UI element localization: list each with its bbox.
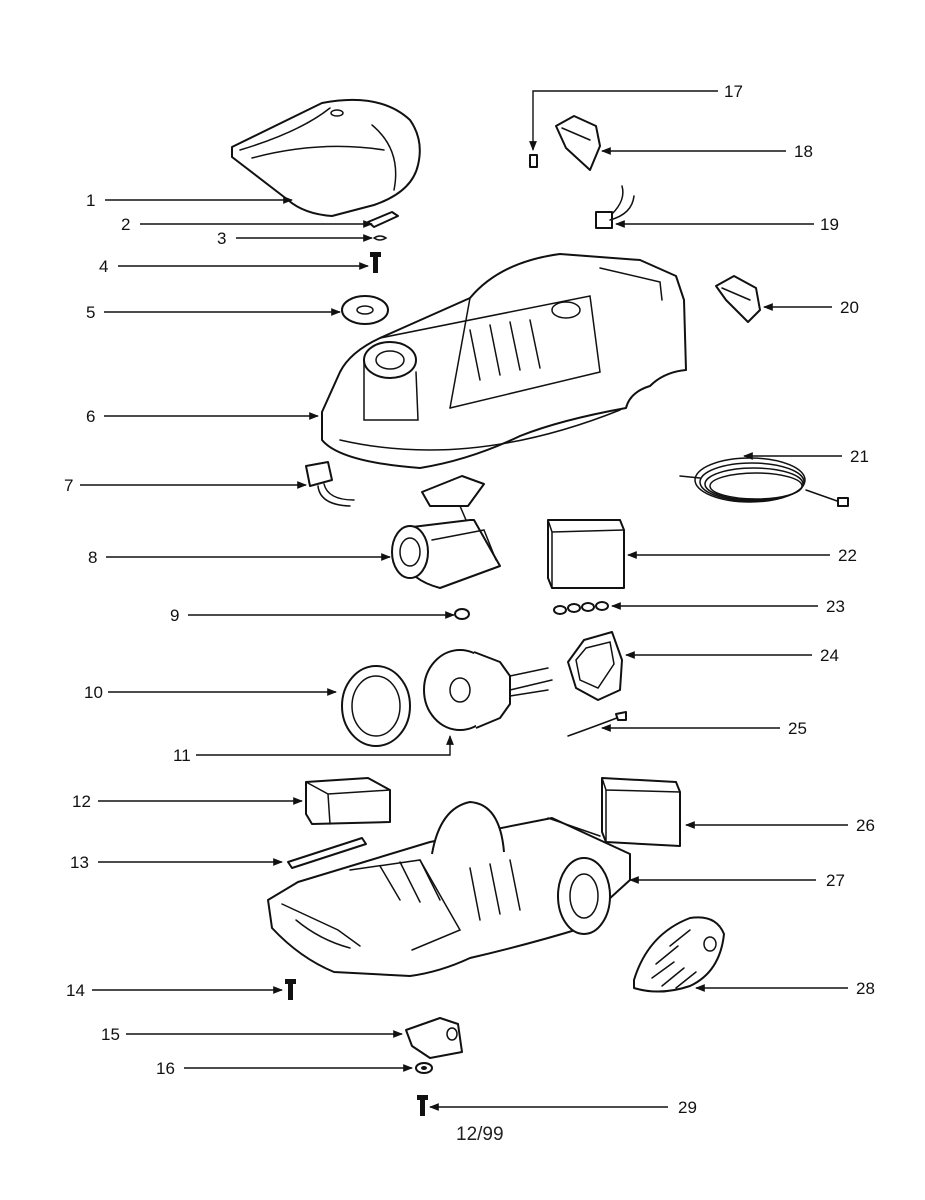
part-5-washer [341,295,389,325]
part-20-button [715,275,761,323]
callout-6: 6 [86,407,95,426]
callout-12: 12 [72,792,91,811]
part-15-bracket [405,1017,463,1059]
part-24-filter-frame [567,631,623,701]
callout-25: 25 [788,719,807,738]
callout-10: 10 [84,683,103,702]
callout-23: 23 [826,597,845,616]
part-6-upper-housing [321,253,687,469]
part-18-release-button [555,115,601,171]
part-14-screw [285,979,296,1000]
part-17-spring [529,154,538,168]
callout-1: 1 [86,191,95,210]
callout-21: 21 [850,447,869,466]
part-1-top-cover [231,98,421,217]
leader-17 [529,90,718,151]
part-21-power-cord [679,457,849,507]
callout-4: 4 [99,257,108,276]
part-29-screw [417,1095,428,1116]
part-4-screw [370,252,381,273]
leader-11 [196,735,454,756]
callout-9: 9 [170,606,179,625]
callout-3: 3 [217,229,226,248]
callout-29: 29 [678,1098,697,1117]
part-26-filter-panel [601,777,681,847]
part-8-motor-housing [391,475,501,589]
callout-13: 13 [70,853,89,872]
part-9-o-ring [454,608,470,620]
part-12-filter-pad [305,777,391,825]
callout-18: 18 [794,142,813,161]
callout-16: 16 [156,1059,175,1078]
callout-2: 2 [121,215,130,234]
callout-17: 17 [724,82,743,101]
part-25-wire [567,711,627,737]
part-2-latch [367,211,399,228]
callout-labels: 1 2 3 4 5 6 7 8 9 10 11 12 13 14 15 16 1… [64,82,875,1117]
leader-lines [80,90,848,1111]
part-16-washer [415,1062,433,1074]
callout-20: 20 [840,298,859,317]
part-27-base [267,801,631,977]
callout-5: 5 [86,303,95,322]
callout-15: 15 [101,1025,120,1044]
callout-7: 7 [64,476,73,495]
page-number: 12/99 [456,1124,504,1145]
callout-19: 19 [820,215,839,234]
callout-27: 27 [826,871,845,890]
callout-24: 24 [820,646,839,665]
callout-8: 8 [88,548,97,567]
callout-14: 14 [66,981,85,1000]
part-28-wheel-cover [633,916,725,993]
part-23-grommets [553,601,609,615]
part-22-filter [547,519,625,589]
callout-26: 26 [856,816,875,835]
callout-11: 11 [173,746,191,765]
callout-22: 22 [838,546,857,565]
part-13-strip [287,837,367,869]
part-10-filter-ring [341,665,411,747]
callout-28: 28 [856,979,875,998]
part-7-connector [305,461,355,507]
part-11-motor [423,649,553,731]
part-19-switch [595,185,635,229]
part-3-spring [373,235,388,241]
